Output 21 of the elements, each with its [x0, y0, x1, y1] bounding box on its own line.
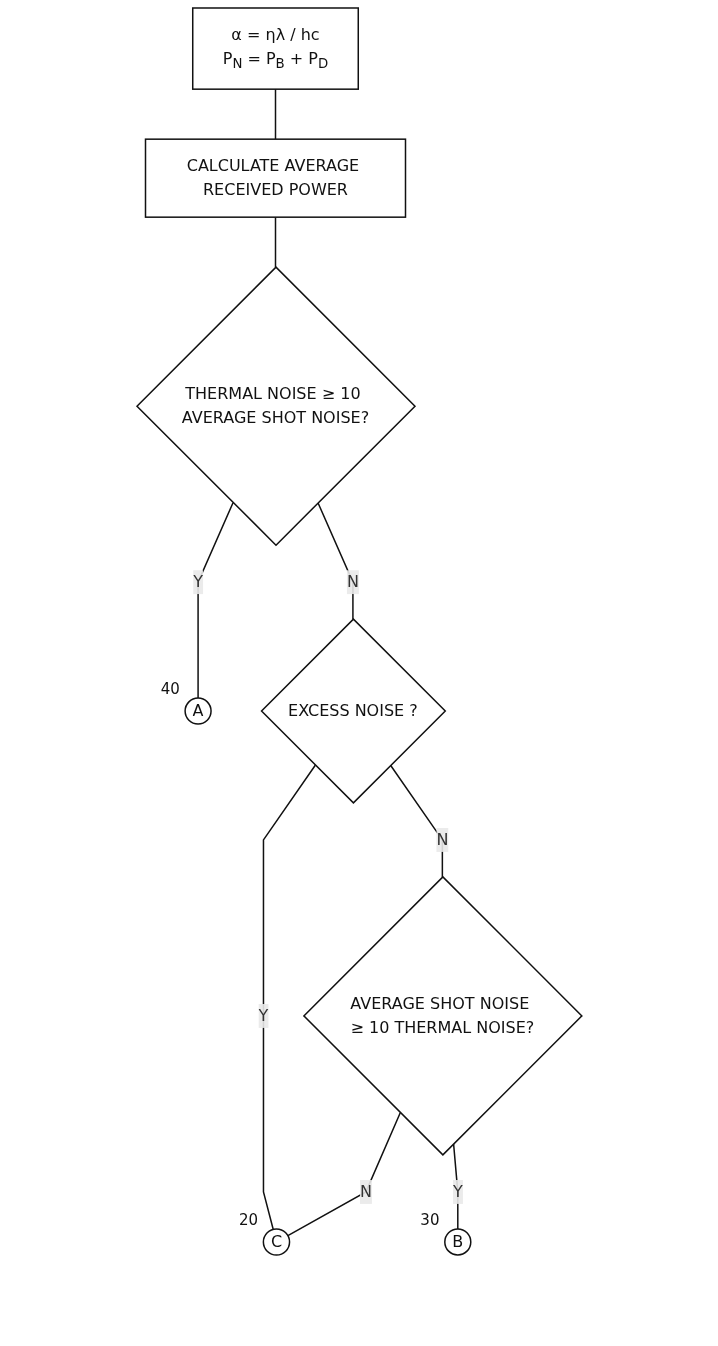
node-box: α = ηλ / hc P$_{N}$ = P$_{B}$ + P$_{D}$ [191, 7, 359, 90]
connector [262, 764, 316, 1231]
connector [316, 501, 354, 620]
edge-label: Y [192, 572, 203, 592]
connector [274, 88, 276, 140]
edge-label: N [359, 1181, 372, 1201]
edge-label: Y [258, 1005, 268, 1025]
node-circle: A [183, 697, 212, 725]
edge-label: N [346, 572, 359, 592]
edge-label: Y [452, 1181, 463, 1201]
connector [389, 764, 443, 878]
edge-label: N [435, 829, 448, 849]
connector [286, 1112, 401, 1237]
node-diamond: AVERAGE SHOT NOISE ≥ 10 THERMAL NOISE? [302, 875, 583, 1156]
node-circle: C [262, 1228, 290, 1256]
node-diamond: THERMAL NOISE ≥ 10 AVERAGE SHOT NOISE? [135, 266, 416, 547]
connector [196, 501, 234, 699]
node-diamond: EXCESS NOISE ? [260, 618, 446, 804]
node-circle: B [443, 1228, 472, 1256]
connector [274, 216, 276, 268]
node-box: CALCULATE AVERAGE RECEIVED POWER [144, 138, 406, 218]
